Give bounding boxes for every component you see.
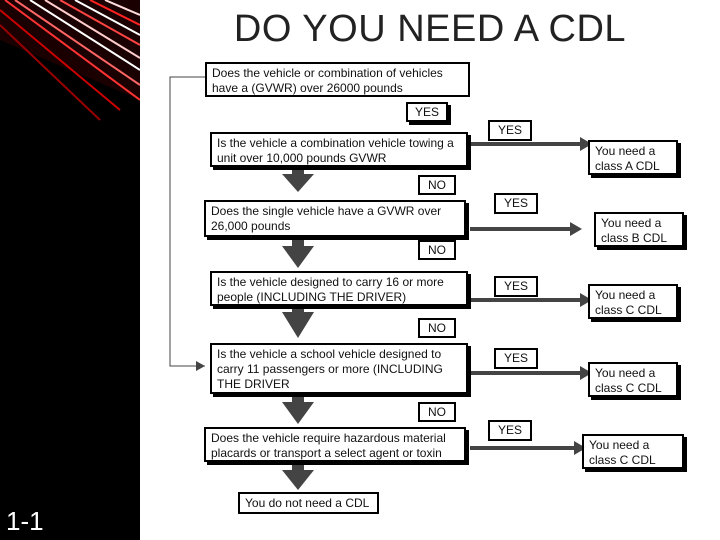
no-cdl-result: You do not need a CDL xyxy=(238,492,379,514)
question-combination-vehicle: Is the vehicle a combination vehicle tow… xyxy=(210,132,468,167)
yes-label-1: YES xyxy=(406,102,448,122)
no-label-2: NO xyxy=(418,240,456,260)
question-hazmat: Does the vehicle require hazardous mater… xyxy=(204,427,466,462)
question-single-vehicle: Does the single vehicle have a GVWR over… xyxy=(204,200,466,237)
result-class-b: You need a class B CDL xyxy=(594,212,684,247)
yes-label-3: YES xyxy=(494,193,538,214)
slide-number: 1-1 xyxy=(6,506,44,536)
result-class-c-3: You need a class C CDL xyxy=(582,434,684,469)
result-class-a: You need a class A CDL xyxy=(588,140,678,175)
question-school-vehicle: Is the vehicle a school vehicle designed… xyxy=(210,343,468,394)
no-label-4: NO xyxy=(418,402,456,422)
no-label-3: NO xyxy=(418,318,456,338)
sidebar: 1-1 xyxy=(0,0,140,540)
page-title: DO YOU NEED A CDL xyxy=(233,8,627,50)
result-class-c-1: You need a class C CDL xyxy=(588,284,678,319)
return-arrowhead xyxy=(196,361,205,371)
return-connector xyxy=(169,76,205,367)
question-gvwr-26000: Does the vehicle or combination of vehic… xyxy=(205,62,470,97)
yes-label-5: YES xyxy=(494,348,538,369)
yes-label-2: YES xyxy=(488,120,532,141)
yes-label-4: YES xyxy=(494,276,538,297)
no-label-1: NO xyxy=(418,175,456,195)
highway-photo xyxy=(0,0,140,130)
result-class-c-2: You need a class C CDL xyxy=(588,362,678,397)
question-16-passengers: Is the vehicle designed to carry 16 or m… xyxy=(210,271,468,306)
yes-label-6: YES xyxy=(488,420,532,441)
